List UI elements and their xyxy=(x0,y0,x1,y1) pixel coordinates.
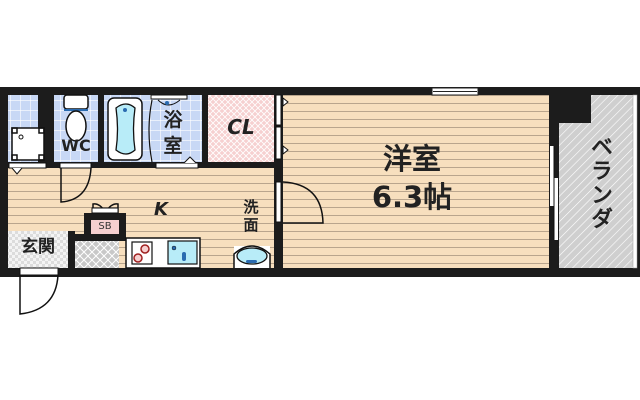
washroom-label-2: 面 xyxy=(243,216,259,234)
closet-label: CL xyxy=(227,115,255,139)
entrance-floor xyxy=(8,231,68,268)
toilet-label: WC xyxy=(61,136,91,155)
kitchen-sink xyxy=(167,240,198,265)
closet-floor xyxy=(208,95,274,162)
bathroom-label-1: 浴 xyxy=(163,109,183,131)
shoe-storage xyxy=(75,241,119,268)
kitchen-label: K xyxy=(154,199,168,220)
toilet xyxy=(63,94,89,110)
shoe-box-label: SB xyxy=(98,221,112,232)
western-room-label: 洋室 xyxy=(382,142,441,176)
entrance-door-swing xyxy=(19,274,59,315)
toilet-door-swing xyxy=(60,167,92,203)
entrance-label: 玄関 xyxy=(21,237,55,257)
western-room-floor xyxy=(283,95,549,268)
washroom-label-1: 洗 xyxy=(243,198,259,216)
veranda-label: ベランダ xyxy=(587,135,612,231)
bathroom-label-2: 室 xyxy=(163,135,183,157)
room-door-swing xyxy=(282,181,324,224)
veranda-floor xyxy=(559,95,633,268)
veranda-sliding-door xyxy=(550,146,554,206)
western-room-size: 6.3帖 xyxy=(371,180,453,214)
shoe-box xyxy=(91,220,119,234)
